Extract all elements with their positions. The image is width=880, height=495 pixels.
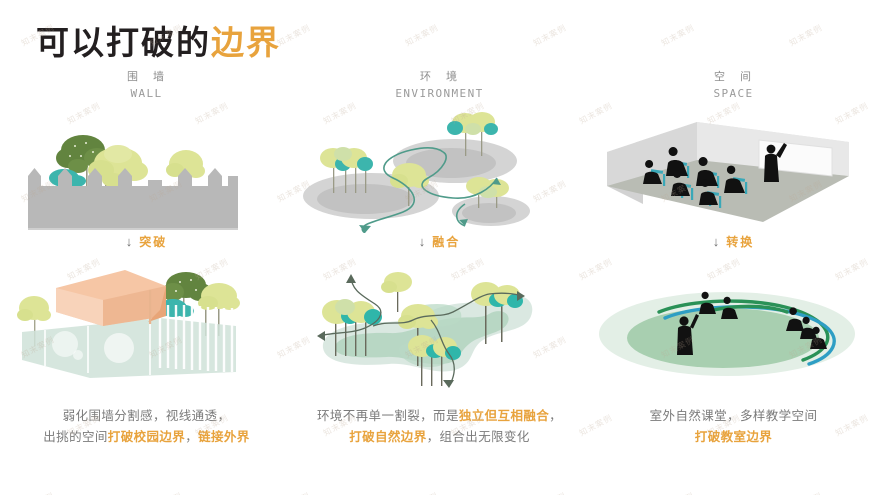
transition-text-environment: 融合: [432, 235, 461, 249]
watermark-text: 知末案例: [20, 490, 57, 495]
column-header-wall: 围 墙 WALL: [0, 70, 293, 101]
caption-space-line2: 打破教室边界: [587, 427, 880, 448]
watermark-text: 知末案例: [148, 490, 185, 495]
watermark-text: 知末案例: [275, 23, 313, 48]
teacher-silhouette: [764, 143, 787, 182]
header-cn-wall: 围 墙: [126, 71, 171, 83]
transition-text-space: 转换: [726, 235, 755, 249]
down-arrow-icon: ↓: [418, 234, 426, 249]
header-cn-space: 空 间: [713, 71, 758, 83]
arrow-heads: [359, 178, 501, 233]
caption-environment-line2: 打破自然边界，组合出无限变化: [293, 427, 586, 448]
down-arrow-icon: ↓: [712, 234, 720, 249]
campus-wall: [28, 168, 238, 230]
caption-run: ，: [549, 409, 563, 423]
connection-arrows: [361, 147, 498, 233]
caption-run: 弱化围墙分割感，视线通透，: [62, 409, 231, 423]
caption-run: ，组合出无限变化: [426, 430, 530, 444]
caption-run: 室外自然课堂，多样教学空间: [649, 409, 818, 423]
header-en-wall: WALL: [130, 87, 163, 100]
header-cn-environment: 环 境: [419, 71, 464, 83]
tree-cluster-center: [381, 272, 438, 366]
caption-run: 打破校园边界: [107, 430, 186, 444]
column-header-environment: 环 境 ENVIRONMENT: [293, 70, 586, 101]
caption-run: 打破自然边界: [349, 430, 427, 444]
caption-space-line1: 室外自然课堂，多样教学空间: [587, 406, 880, 427]
transition-text-wall: 突破: [139, 235, 168, 249]
watermark-text: 知末案例: [788, 490, 825, 495]
column-wall: 围 墙 WALL: [0, 70, 293, 490]
tree-cluster-right: [471, 282, 523, 344]
column-environment: 环 境 ENVIRONMENT: [293, 70, 586, 490]
illustration-wall-before: [0, 108, 293, 233]
watermark-text: 知末案例: [531, 23, 569, 48]
watermark-text: 知末案例: [660, 490, 697, 495]
watermark-text: 知末案例: [276, 490, 313, 495]
caption-run: 打破教室边界: [694, 430, 773, 444]
illustration-wall-after: [0, 260, 293, 390]
header-en-environment: ENVIRONMENT: [395, 87, 484, 100]
caption-environment: 环境不再单一割裂，而是独立但互相融合， 打破自然边界，组合出无限变化: [293, 406, 586, 448]
flow-arrows: [318, 275, 524, 387]
transition-label-environment: ↓ 融合: [293, 233, 586, 251]
outdoor-teacher-silhouette: [677, 314, 699, 355]
column-space: 空 间 SPACE: [587, 70, 880, 490]
page-title: 可以打破的边界: [36, 16, 281, 64]
watermark-text: 知末案例: [532, 490, 569, 495]
watermark-text: 知末案例: [659, 23, 697, 48]
page-title-accent: 边界: [211, 24, 281, 61]
illustration-space-after: [587, 260, 880, 390]
student-silhouettes: [643, 147, 745, 205]
watermark-text: 知末案例: [787, 23, 825, 48]
tree-group-open-wall: [17, 272, 240, 346]
caption-space: 室外自然课堂，多样教学空间 打破教室边界: [587, 406, 880, 448]
caption-wall-line1: 弱化围墙分割感，视线通透，: [0, 406, 293, 427]
column-header-space: 空 间 SPACE: [587, 70, 880, 101]
header-en-space: SPACE: [713, 87, 754, 100]
caption-run: 链接外界: [198, 430, 250, 444]
flow-arrow-heads: [317, 274, 525, 388]
caption-wall: 弱化围墙分割感，视线通透， 出挑的空间打破校园边界，链接外界: [0, 406, 293, 448]
outdoor-student-silhouettes: [699, 291, 827, 349]
watermark-text: 知末案例: [403, 23, 441, 48]
caption-run: ，: [185, 430, 199, 444]
cantilever-building: [56, 270, 166, 326]
platform-lower-right: [452, 177, 530, 226]
caption-environment-line1: 环境不再单一割裂，而是独立但互相融合，: [293, 406, 586, 427]
tree-cluster-left: [322, 299, 382, 356]
caption-run: 环境不再单一割裂，而是: [316, 409, 459, 423]
tree-cluster-bottom: [408, 335, 461, 386]
illustration-space-before: [587, 108, 880, 233]
illustration-environment-before: [293, 108, 586, 233]
illustration-environment-after: [293, 260, 586, 390]
caption-run: 出挑的空间: [43, 430, 108, 444]
caption-wall-line2: 出挑的空间打破校园边界，链接外界: [0, 427, 293, 448]
tree-group-behind-wall: [49, 135, 205, 206]
translucent-wall: [22, 305, 236, 378]
outdoor-amphitheatre: [599, 292, 855, 376]
watermark-text: 知末案例: [404, 490, 441, 495]
transition-label-wall: ↓ 突破: [0, 233, 293, 251]
transition-label-space: ↓ 转换: [587, 233, 880, 251]
down-arrow-icon: ↓: [125, 234, 133, 249]
caption-run: 独立但互相融合: [458, 409, 550, 423]
page-title-plain: 可以打破的: [36, 24, 211, 61]
